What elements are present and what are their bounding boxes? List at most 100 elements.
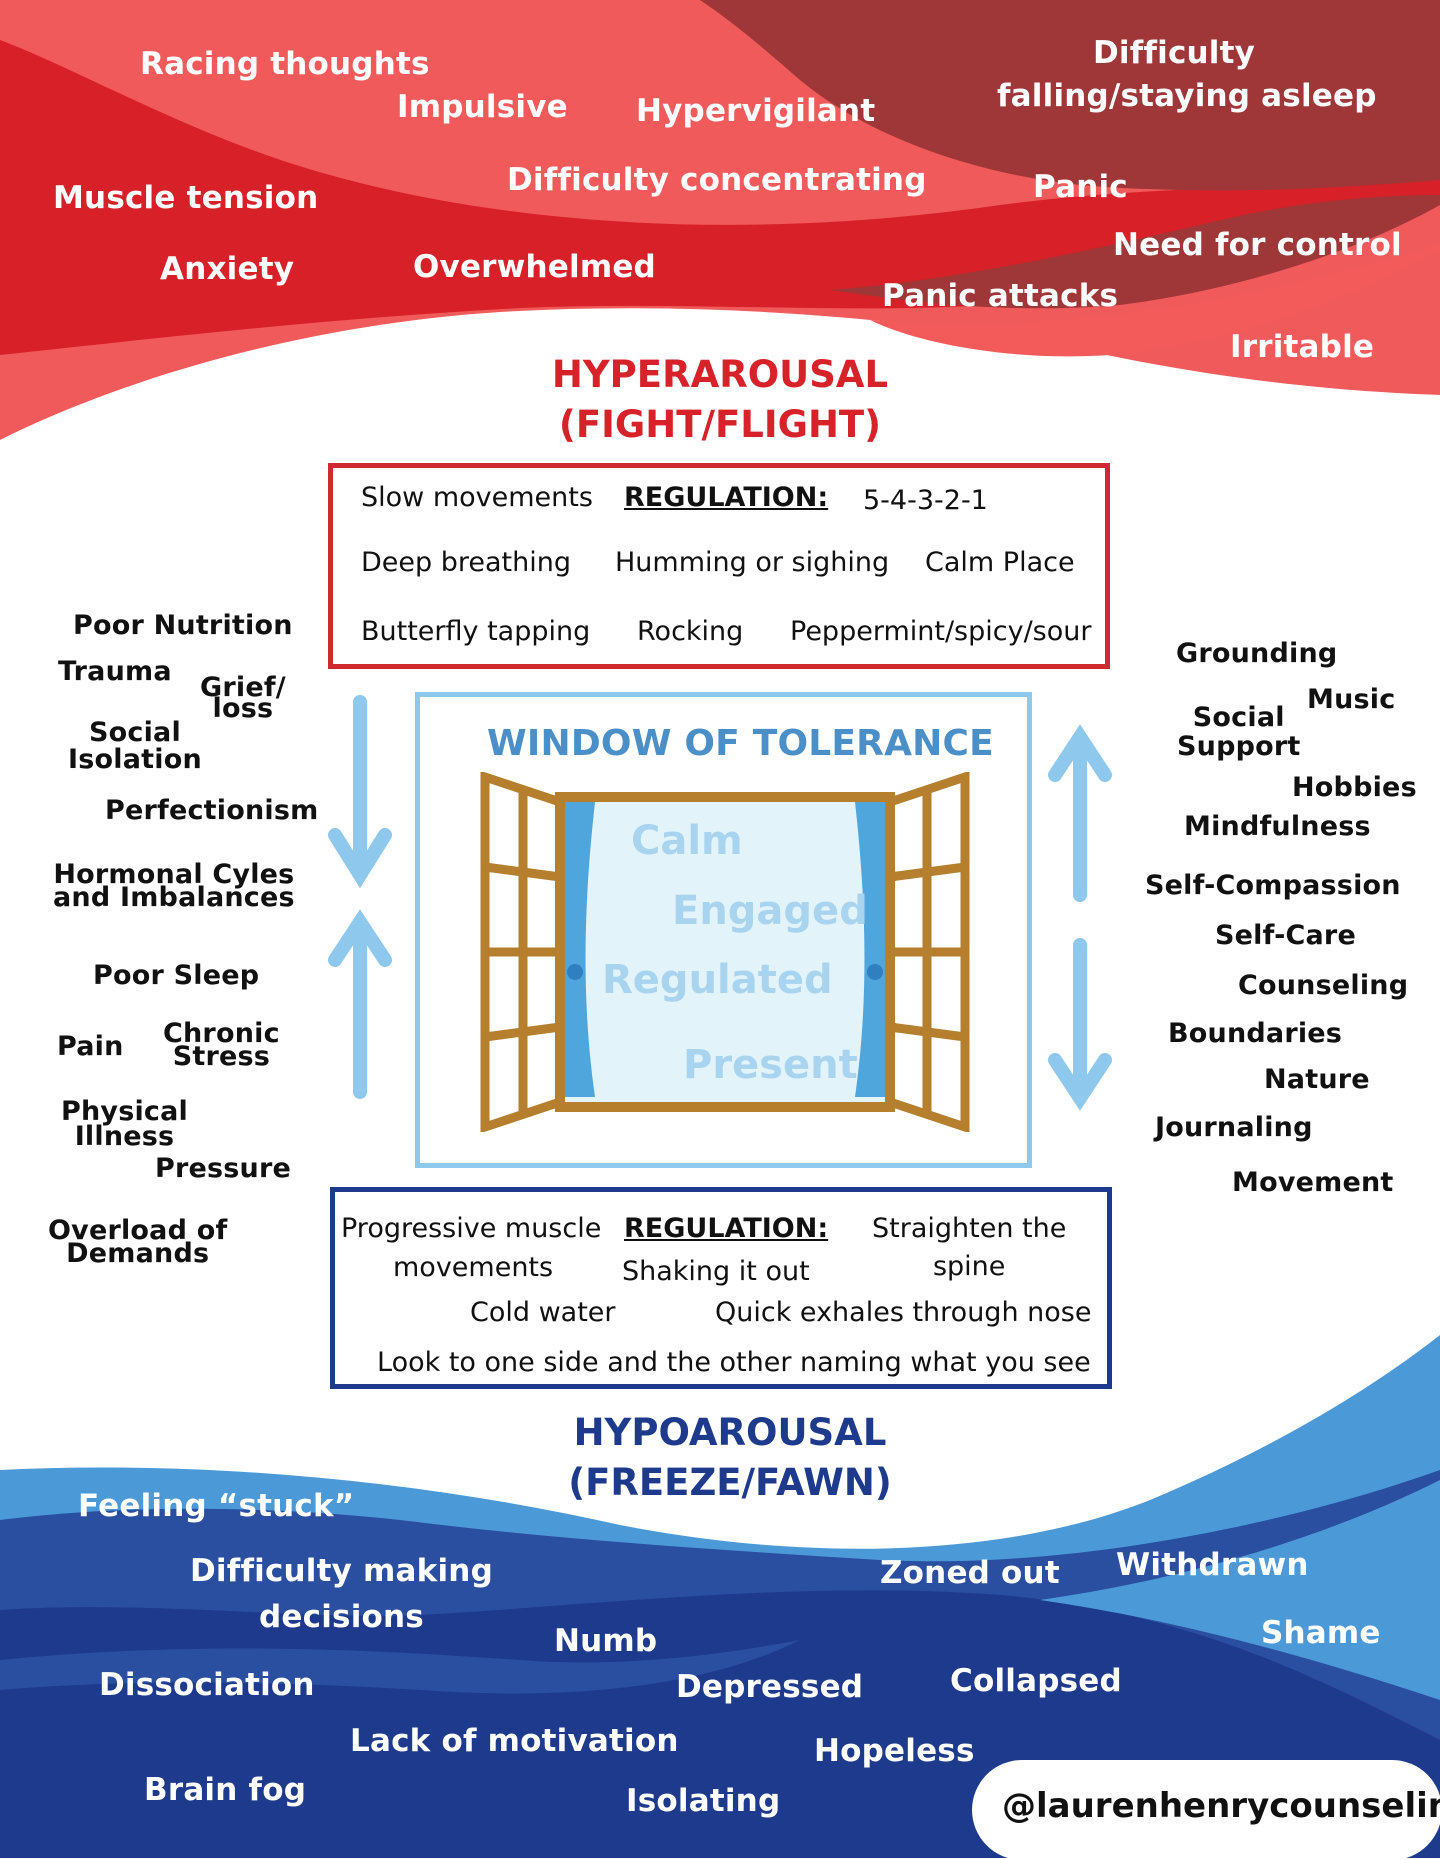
- factor-grief-loss: Grief/ loss: [200, 674, 286, 722]
- resource-self-care: Self-Care: [1215, 920, 1356, 951]
- resource-hobbies: Hobbies: [1292, 772, 1417, 803]
- hyperarousal-title: HYPERAROUSAL: [551, 353, 889, 396]
- window-state-regulated: Regulated: [602, 957, 833, 1003]
- top-wave-dark-mid: [830, 195, 1440, 309]
- resource-nature: Nature: [1264, 1064, 1370, 1095]
- window-state-present: Present: [683, 1042, 858, 1088]
- reg-straighten-spine: Straighten the spine: [872, 1210, 1066, 1286]
- reg-progressive-muscle-line-1: Progressive muscle: [341, 1213, 602, 1244]
- right-up-arrow: [1048, 724, 1112, 902]
- curtain-left: [565, 802, 595, 1097]
- symptom-difficulty-concentrating: Difficulty concentrating: [507, 162, 927, 198]
- resource-support-line-2: Support: [1177, 731, 1301, 762]
- hypoarousal-subtitle: (FREEZE/FAWN): [568, 1461, 892, 1504]
- resource-support-line-1: Social: [1192, 702, 1285, 733]
- factor-hormonal: Hormonal Cyles and Imbalances: [53, 861, 295, 911]
- symptom-numb: Numb: [554, 1623, 658, 1659]
- factor-poor-sleep: Poor Sleep: [93, 960, 260, 991]
- social-handle-badge: @laurenhenrycounseling: [972, 1760, 1440, 1860]
- hypoarousal-title: HYPOAROUSAL: [573, 1411, 887, 1454]
- reg-straighten-line-1: Straighten the: [872, 1213, 1067, 1244]
- factor-grief-line-1: Grief/: [200, 672, 286, 703]
- reg-quick-exhales: Quick exhales through nose: [715, 1297, 1092, 1328]
- reg-shaking-it-out: Shaking it out: [622, 1256, 810, 1287]
- bottom-wave-light-right: [1040, 1480, 1440, 1700]
- factor-overload-line-2: Demands: [66, 1238, 210, 1269]
- window-state-engaged: Engaged: [672, 888, 868, 934]
- resource-counseling: Counseling: [1238, 970, 1409, 1001]
- reg-cold-water: Cold water: [470, 1297, 616, 1328]
- window-title: WINDOW OF TOLERANCE: [487, 723, 994, 764]
- resource-music: Music: [1307, 684, 1396, 715]
- symptom-decisions-line-2: decisions: [259, 1599, 424, 1635]
- factor-social-line-2: Isolation: [68, 744, 202, 775]
- factor-overload: Overload of Demands: [48, 1217, 227, 1267]
- resource-journaling: Journaling: [1155, 1112, 1313, 1143]
- symptom-overwhelmed: Overwhelmed: [413, 249, 656, 285]
- right-down-arrow: [1048, 938, 1112, 1111]
- reg-humming: Humming or sighing: [615, 547, 890, 578]
- resource-movement: Movement: [1232, 1167, 1394, 1198]
- factor-physical-illness: Physical Illness: [61, 1098, 188, 1150]
- symptom-panic-attacks: Panic attacks: [882, 278, 1119, 314]
- social-handle: @laurenhenrycounseling: [1002, 1786, 1440, 1826]
- factor-chronic-stress: Chronic Stress: [163, 1020, 280, 1070]
- resource-mindfulness: Mindfulness: [1184, 811, 1371, 842]
- symptom-hypervigilant: Hypervigilant: [636, 93, 876, 129]
- factor-physical-line-1: Physical: [61, 1096, 189, 1127]
- bottom-wave-band: [0, 1640, 800, 1694]
- symptom-zoned-out: Zoned out: [880, 1555, 1060, 1591]
- factor-poor-nutrition: Poor Nutrition: [73, 610, 293, 641]
- reg-5-4-3-2-1: 5-4-3-2-1: [863, 485, 988, 516]
- resource-self-compassion: Self-Compassion: [1145, 870, 1401, 901]
- factor-trauma: Trauma: [58, 656, 172, 687]
- hyperarousal-heading: HYPERAROUSAL (FIGHT/FLIGHT): [520, 350, 920, 450]
- reg-straighten-line-2: spine: [932, 1251, 1006, 1282]
- left-down-arrow: [328, 695, 392, 889]
- reg-deep-breathing: Deep breathing: [361, 547, 571, 578]
- hyper-regulation-title: REGULATION:: [624, 482, 829, 513]
- reg-calm-place: Calm Place: [925, 547, 1075, 578]
- reg-look-side: Look to one side and the other naming wh…: [377, 1347, 1091, 1378]
- symptom-sleep-line-1: Difficulty: [1093, 35, 1256, 71]
- window-glass: [565, 802, 885, 1102]
- hyperarousal-subtitle: (FIGHT/FLIGHT): [558, 403, 882, 446]
- factor-pressure: Pressure: [155, 1153, 292, 1184]
- top-wave-dark-right: [700, 0, 1440, 191]
- factor-pain: Pain: [57, 1031, 124, 1062]
- factor-grief-line-2: loss: [212, 693, 274, 724]
- symptom-irritable: Irritable: [1230, 329, 1375, 365]
- factor-social-isolation: Social Isolation: [68, 719, 202, 773]
- symptom-muscle-tension: Muscle tension: [53, 180, 319, 216]
- reg-peppermint: Peppermint/spicy/sour: [790, 616, 1092, 647]
- symptom-depressed: Depressed: [676, 1669, 864, 1705]
- reg-progressive-muscle-line-2: movements: [393, 1252, 554, 1283]
- factor-chronic-line-1: Chronic: [163, 1018, 280, 1049]
- symptom-hopeless: Hopeless: [814, 1733, 975, 1769]
- symptom-need-for-control: Need for control: [1113, 227, 1402, 263]
- symptom-withdrawn: Withdrawn: [1116, 1547, 1309, 1583]
- resource-boundaries: Boundaries: [1168, 1018, 1343, 1049]
- factor-chronic-line-2: Stress: [172, 1041, 271, 1072]
- resource-social-support: Social Support: [1177, 704, 1301, 760]
- symptom-decisions-line-1: Difficulty making: [190, 1553, 493, 1589]
- symptom-shame: Shame: [1261, 1615, 1381, 1651]
- symptom-lack-of-motivation: Lack of motivation: [350, 1723, 679, 1759]
- right-shutter: [885, 772, 970, 1132]
- symptom-anxiety: Anxiety: [160, 251, 295, 287]
- left-shutter: [480, 772, 565, 1132]
- hyper-regulation-box: [328, 463, 1110, 669]
- reg-rocking: Rocking: [637, 616, 744, 647]
- curtain-tie-left: [567, 964, 583, 980]
- factor-perfectionism: Perfectionism: [105, 795, 319, 826]
- left-up-arrow: [328, 909, 392, 1099]
- symptom-dissociation: Dissociation: [99, 1667, 315, 1703]
- factor-overload-line-1: Overload of: [48, 1215, 228, 1246]
- factor-physical-line-2: Illness: [74, 1121, 175, 1152]
- factor-social-line-1: Social: [88, 717, 181, 748]
- reg-slow-movements: Slow movements: [361, 482, 593, 513]
- hypo-regulation-box: [330, 1187, 1112, 1389]
- curtain-tie-right: [867, 964, 883, 980]
- symptom-feeling-stuck: Feeling “stuck”: [78, 1488, 355, 1524]
- reg-butterfly-tapping: Butterfly tapping: [361, 616, 591, 647]
